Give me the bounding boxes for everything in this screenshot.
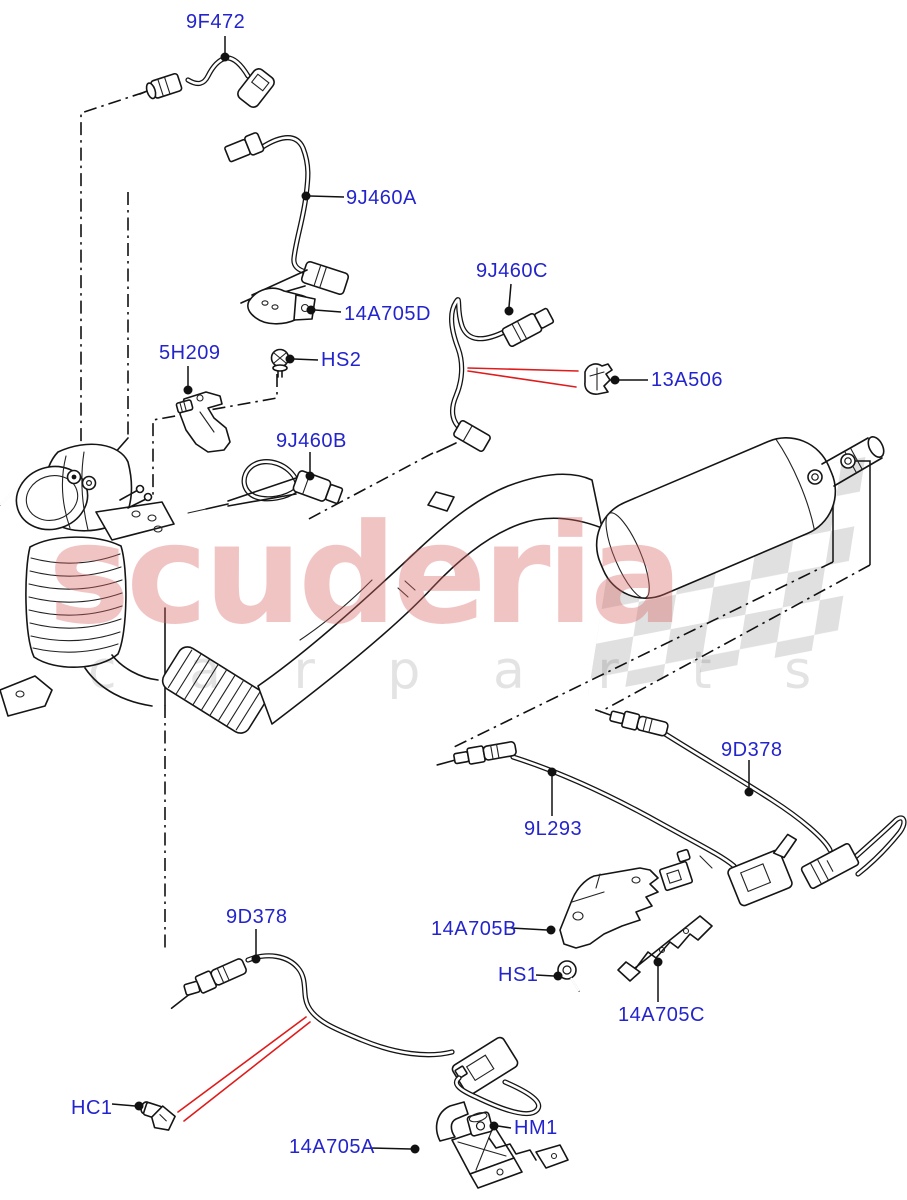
- sensor-9j460c: [436, 300, 555, 453]
- bracket-14a705a: [435, 1101, 569, 1189]
- sensor-9f472: [139, 58, 275, 108]
- sensor-9j460b: [187, 462, 344, 514]
- part-label-9d378-right: 9D378: [721, 739, 783, 761]
- bracket-14a705c: [617, 915, 713, 982]
- part-label-9l293: 9L293: [524, 818, 583, 840]
- part-label-9j460c: 9J460C: [476, 260, 548, 282]
- clip-hc1: [140, 1101, 176, 1131]
- part-label-14a705c: 14A705C: [618, 1004, 705, 1026]
- part-label-13a506: 13A506: [651, 369, 723, 391]
- construction-lines: [80, 91, 871, 950]
- part-label-hm1: HM1: [514, 1117, 558, 1139]
- bolt-hs1: [557, 960, 580, 992]
- sensor-9l293: [436, 741, 798, 907]
- red-pointer-13a506: [467, 367, 579, 388]
- catalytic-converter: [0, 443, 267, 734]
- clip-13a506: [584, 363, 613, 395]
- sensor-9d378-right: [594, 709, 904, 890]
- part-label-14a705d: 14A705D: [344, 303, 431, 325]
- watermark-brand: scuderia: [48, 494, 679, 655]
- part-label-9d378-left: 9D378: [226, 906, 288, 928]
- bracket-14a705b: [559, 848, 713, 949]
- part-label-14a705a: 14A705A: [289, 1136, 375, 1158]
- part-label-9f472: 9F472: [186, 11, 246, 33]
- bracket-14a705d: [247, 287, 316, 325]
- part-label-hc1: HC1: [71, 1097, 113, 1119]
- bolt-hs2: [270, 348, 290, 378]
- callout-leaders: [111, 36, 754, 1154]
- bolt-hm1: [466, 1111, 494, 1137]
- part-label-5h209: 5H209: [159, 342, 221, 364]
- part-label-hs1: HS1: [498, 964, 539, 986]
- bracket-5h209: [175, 391, 231, 453]
- red-pointer-hc1: [177, 1016, 311, 1122]
- sensor-9j460a: [224, 132, 350, 304]
- watermark-tagline: c a r p a r t s: [88, 641, 839, 701]
- part-label-9j460a: 9J460A: [346, 187, 417, 209]
- muffler: [595, 436, 885, 599]
- part-label-14a705b: 14A705B: [431, 918, 517, 940]
- part-label-hs2: HS2: [321, 349, 362, 371]
- sensor-9d378-left: [170, 956, 539, 1114]
- part-label-9j460b: 9J460B: [276, 430, 347, 452]
